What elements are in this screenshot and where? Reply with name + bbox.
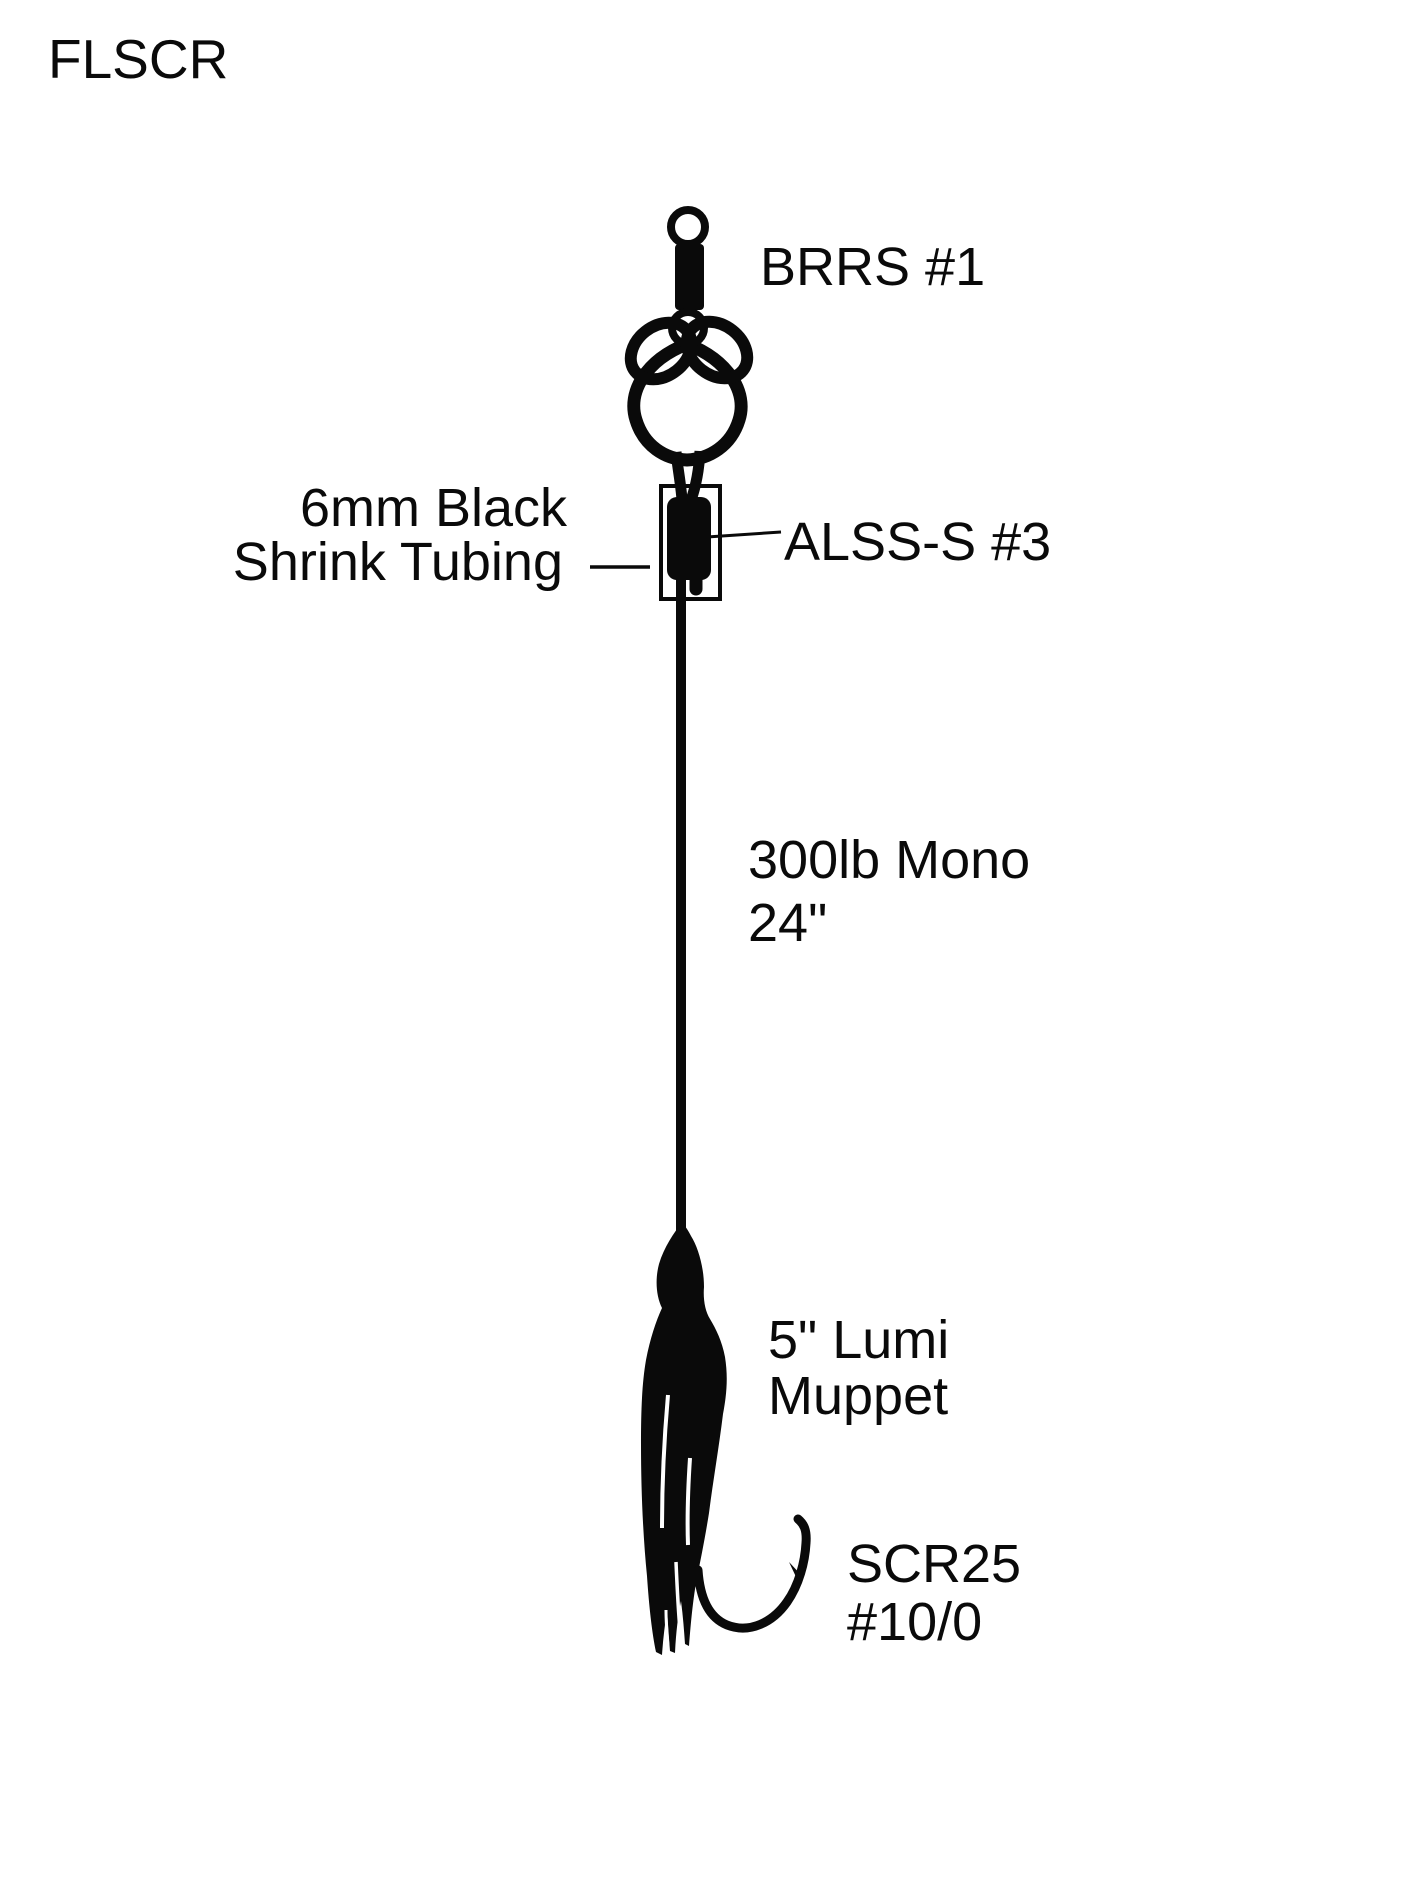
hook-icon (693, 1514, 811, 1633)
hook-bend (693, 1514, 811, 1633)
muppet-tentacle-slit-2 (685, 1457, 692, 1546)
muppet-body (641, 1222, 727, 1655)
swivel-barrel (675, 244, 704, 310)
leader-label-line2: 24" (748, 893, 827, 953)
loop-knot-icon (624, 308, 754, 502)
swivel-label: BRRS #1 (760, 237, 985, 297)
tubing-label-line2: Shrink Tubing (233, 532, 563, 592)
sleeve-label: ALSS-S #3 (784, 512, 1051, 572)
lure-label-line2: Muppet (768, 1366, 948, 1426)
hook-label-line2: #10/0 (847, 1592, 982, 1652)
leader-label-line1: 300lb Mono (748, 830, 1030, 890)
knot-main-loop (627, 337, 748, 467)
muppet-lure-icon (641, 1222, 727, 1655)
muppet-tentacle-slit-4 (664, 1609, 670, 1647)
sleeve-pointer-line (706, 530, 782, 539)
knot-right-ear (680, 315, 754, 385)
knot-strand-right (685, 450, 706, 502)
lure-label-line1: 5" Lumi (768, 1310, 949, 1370)
muppet-tentacle-slit-1 (660, 1394, 670, 1529)
crimp-sleeve-body (667, 497, 711, 580)
barrel-swivel-icon (667, 206, 709, 310)
swivel-top-eye (667, 206, 709, 248)
muppet-tentacle-slit-3 (674, 1561, 682, 1631)
hook-barb (789, 1562, 803, 1579)
hook-label-line1: SCR25 (847, 1534, 1021, 1594)
crimp-sleeve-icon (667, 497, 711, 596)
rig-code-title: FLSCR (48, 28, 228, 90)
knot-strand-left (670, 451, 688, 501)
shrink-tube-icon (659, 484, 722, 601)
tubing-label-line1: 6mm Black (300, 478, 568, 538)
